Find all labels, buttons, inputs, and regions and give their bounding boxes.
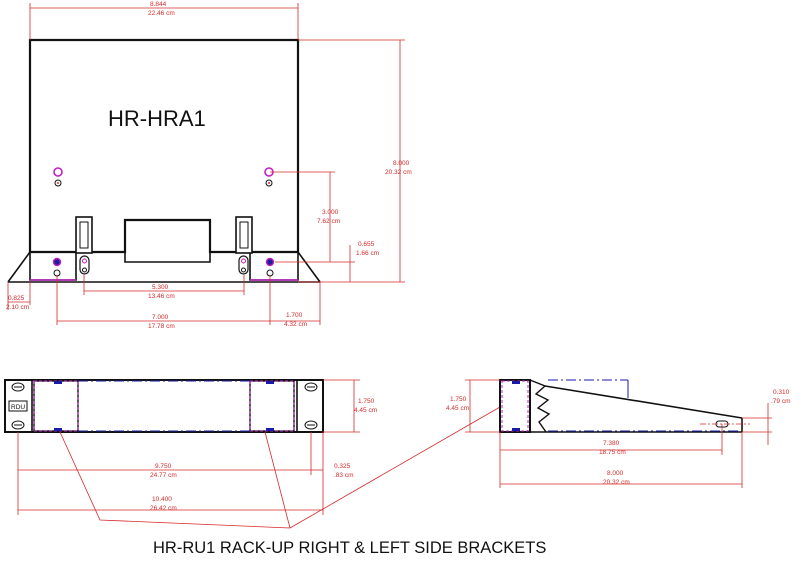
svg-text:13.46 cm: 13.46 cm	[148, 293, 175, 300]
svg-text:1.700: 1.700	[286, 312, 303, 319]
svg-text:3.000: 3.000	[322, 209, 339, 216]
svg-text:20.32 cm: 20.32 cm	[603, 479, 630, 486]
side-dimensions	[465, 379, 772, 488]
svg-text:20.32 cm: 20.32 cm	[385, 169, 412, 176]
svg-text:17.78 cm: 17.78 cm	[148, 323, 175, 330]
hole-blue-right	[265, 257, 275, 267]
side-view	[499, 379, 743, 433]
svg-text:7.62 cm: 7.62 cm	[317, 218, 340, 225]
svg-text:0.325: 0.325	[334, 463, 351, 470]
svg-text:1.750: 1.750	[450, 396, 467, 403]
svg-text:26.42 cm: 26.42 cm	[150, 505, 177, 512]
svg-text:18.75 cm: 18.75 cm	[599, 449, 626, 456]
front-view: RDU	[4, 379, 324, 433]
svg-text:2.10 cm: 2.10 cm	[6, 304, 29, 311]
svg-text:8.000: 8.000	[607, 470, 624, 477]
break-line	[529, 379, 551, 433]
side-dimension-text: 1.750 4.45 cm 0.310 .79 cm 7.380 18.75 c…	[446, 389, 791, 486]
top-view: HR-HRA1	[7, 38, 321, 283]
svg-text:1.750: 1.750	[358, 398, 375, 405]
hole-blue-left	[52, 257, 62, 267]
svg-text:8.844: 8.844	[150, 1, 167, 8]
top-view-base	[7, 249, 321, 283]
svg-text:1.66 cm: 1.66 cm	[356, 250, 379, 257]
svg-text:22.46 cm: 22.46 cm	[148, 10, 175, 17]
svg-text:24.77 cm: 24.77 cm	[150, 472, 177, 479]
svg-text:7.380: 7.380	[603, 440, 620, 447]
ear-holes	[11, 382, 318, 430]
top-dimension-text: 8.844 22.46 cm 8.000 20.32 cm 3.000 7.62…	[6, 1, 412, 330]
part-title: HR-HRA1	[108, 106, 206, 131]
top-dimensions	[7, 3, 405, 325]
svg-text:8.000: 8.000	[393, 160, 410, 167]
svg-text:7.000: 7.000	[152, 314, 169, 321]
svg-text:4.45 cm: 4.45 cm	[446, 405, 469, 412]
svg-text:10.400: 10.400	[152, 496, 172, 503]
side-view-outline	[499, 379, 531, 433]
rdu-label-box	[8, 400, 28, 412]
left-tab-slot	[79, 221, 89, 249]
slot-left	[79, 255, 90, 275]
rdu-label: RDU	[11, 404, 25, 411]
keyhole-right	[264, 167, 274, 187]
svg-text:0.825: 0.825	[8, 295, 25, 302]
svg-text:0.310: 0.310	[773, 389, 790, 396]
svg-text:0.655: 0.655	[358, 241, 375, 248]
right-tab-slot	[239, 221, 249, 249]
front-dimension-text: 1.750 4.45 cm 0.325 .83 cm 9.750 24.77 c…	[150, 398, 377, 512]
svg-text:4.32 cm: 4.32 cm	[284, 321, 307, 328]
slot-right	[238, 255, 249, 275]
drawing-caption: HR-RU1 RACK-UP RIGHT & LEFT SIDE BRACKET…	[153, 539, 546, 557]
keyhole-left	[53, 167, 63, 187]
left-bracket	[33, 380, 79, 432]
top-view-outline	[28, 38, 300, 254]
svg-text:.79 cm: .79 cm	[771, 398, 791, 405]
svg-text:4.45 cm: 4.45 cm	[354, 407, 377, 414]
right-bracket	[249, 380, 295, 432]
svg-text:5.300: 5.300	[152, 284, 169, 291]
front-dimensions	[17, 379, 501, 529]
svg-text:.83 cm: .83 cm	[334, 472, 354, 479]
svg-text:9.750: 9.750	[155, 463, 172, 470]
taper-top	[544, 385, 743, 419]
front-view-outline	[4, 379, 324, 433]
